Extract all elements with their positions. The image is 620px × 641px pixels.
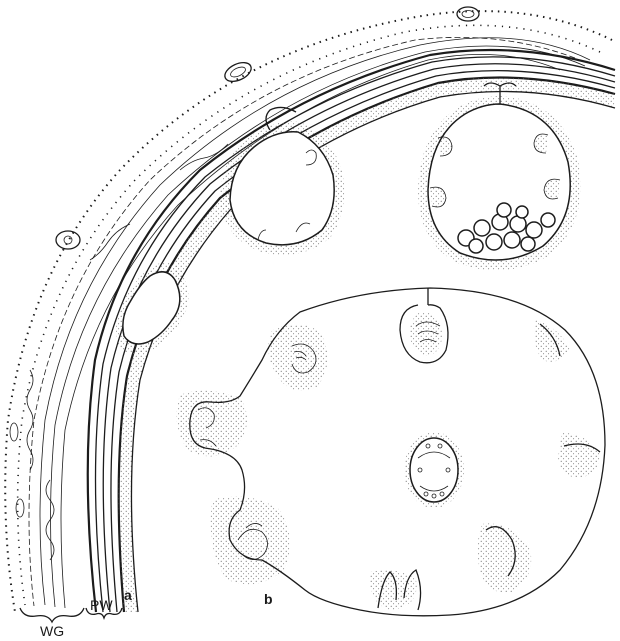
panel-a-wall — [5, 7, 615, 612]
panel-a-label: a — [124, 587, 132, 603]
panel-b-label: b — [264, 591, 273, 607]
wg-bracket — [20, 608, 84, 622]
wg-label: WG — [40, 623, 64, 639]
pw-label: PW — [90, 597, 113, 613]
figure-labels: WG PW a b — [20, 587, 273, 639]
panel-b-crypt — [176, 288, 605, 616]
